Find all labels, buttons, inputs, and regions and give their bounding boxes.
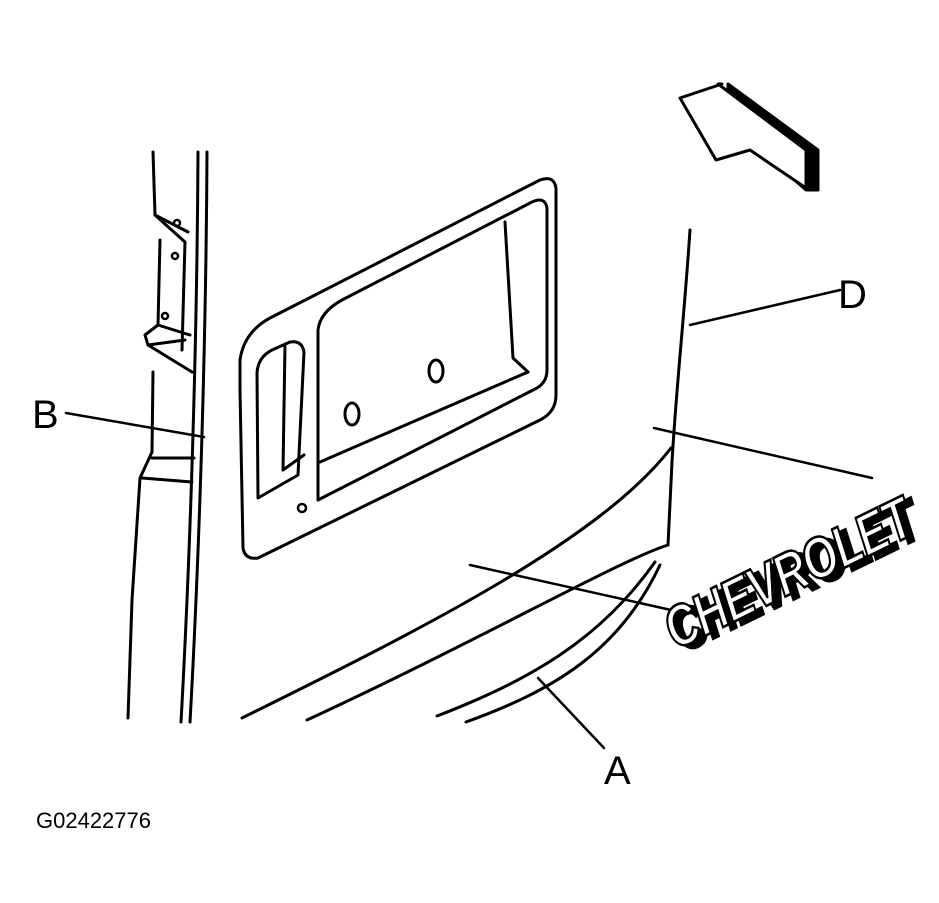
chevrolet-emblem: CHEVROLET CHEVROLET	[652, 483, 936, 666]
callout-a: A	[604, 749, 631, 793]
callout-b: B	[32, 393, 59, 437]
emblem-text: CHEVROLET	[653, 484, 926, 662]
forward-arrow-icon	[678, 82, 820, 192]
door-handle-bezel	[238, 177, 558, 560]
callout-d: D	[838, 273, 867, 317]
tailgate-lower-edges	[240, 228, 692, 724]
door-jamb	[126, 150, 209, 724]
figure-id: G02422776	[36, 808, 151, 833]
leader-lines	[64, 288, 874, 750]
